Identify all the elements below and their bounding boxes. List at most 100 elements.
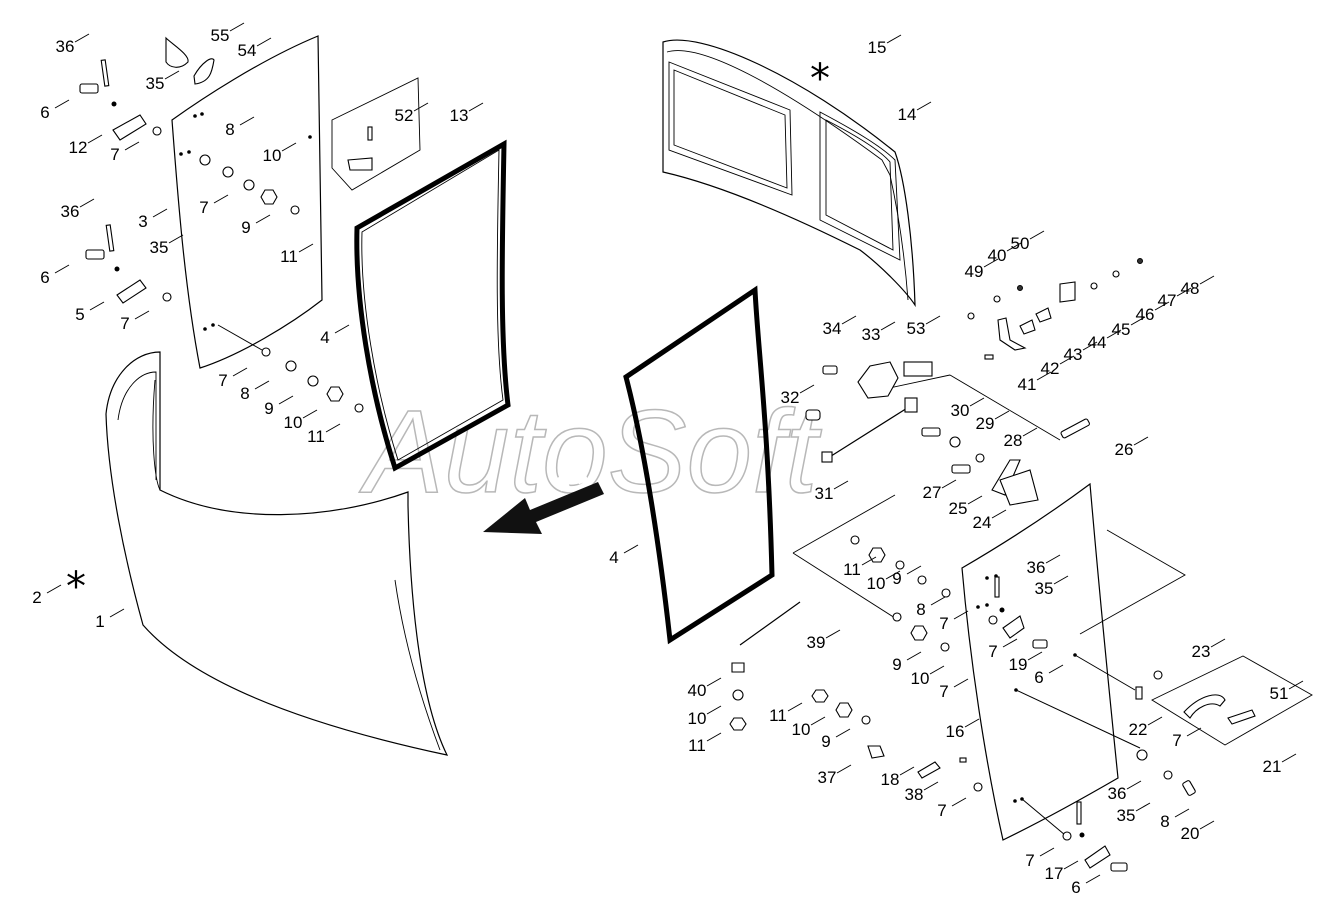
- callout-c-36c: 36: [1027, 558, 1046, 577]
- callout-c-11b: 11: [307, 427, 325, 446]
- callout-c-26: 26: [1115, 440, 1134, 459]
- callout-c-35b: 35: [150, 238, 169, 257]
- leader-c-5: [89, 301, 105, 311]
- callout-c-30: 30: [951, 401, 970, 420]
- leader-c-20: [1199, 820, 1215, 830]
- callout-c-25: 25: [949, 499, 968, 518]
- callout-c-46: 46: [1136, 305, 1155, 324]
- star-15-icon: *: [810, 56, 830, 102]
- leader-c-50: [1029, 230, 1045, 240]
- latch-assembly-box: [792, 374, 1061, 554]
- callout-c-10f: 10: [792, 720, 811, 739]
- callout-c-14: 14: [898, 105, 917, 124]
- leader-c-15: [886, 34, 902, 44]
- leader-c-25: [967, 495, 983, 505]
- leader-c-8b: [254, 380, 270, 390]
- leader-c-26: [1133, 436, 1149, 446]
- callout-c-9e: 9: [821, 732, 830, 751]
- callout-c-1: 1: [95, 612, 104, 631]
- callout-c-16: 16: [946, 722, 965, 741]
- leader-c-49: [983, 258, 999, 268]
- leader-c-7j: [1039, 847, 1055, 857]
- callout-c-34: 34: [823, 319, 842, 338]
- callout-c-35d: 35: [1117, 806, 1136, 825]
- leader-c-22: [1147, 716, 1163, 726]
- leader-c-14: [916, 101, 932, 111]
- callout-c-51: 51: [1270, 684, 1289, 703]
- part-callouts: 1234456666777777777788889999910101010101…: [32, 26, 1288, 897]
- leader-c-10d: [929, 665, 945, 675]
- leader-c-9c: [906, 565, 922, 575]
- leader-c-32: [799, 384, 815, 394]
- leader-c-41: [1036, 371, 1052, 381]
- callout-c-4a: 4: [320, 328, 329, 347]
- leader-c-13: [468, 102, 484, 112]
- leader-c-18: [899, 766, 915, 776]
- callout-c-7f: 7: [988, 642, 997, 661]
- leader-c-7e: [953, 610, 969, 620]
- callout-c-42: 42: [1041, 359, 1060, 378]
- callout-c-10e: 10: [688, 709, 707, 728]
- leader-c-38: [923, 781, 939, 791]
- leader-c-55: [229, 22, 245, 32]
- leader-lines: [46, 22, 1304, 884]
- leader-c-36d: [1126, 780, 1142, 790]
- callout-c-36d: 36: [1108, 784, 1127, 803]
- callout-c-19: 19: [1009, 655, 1028, 674]
- callout-c-12: 12: [69, 138, 88, 157]
- leader-c-9e: [835, 728, 851, 738]
- left-door-panel: [171, 35, 323, 369]
- callout-c-45: 45: [1112, 320, 1131, 339]
- leader-c-7d: [232, 367, 248, 377]
- leader-c-8a: [239, 116, 255, 126]
- star-2-icon: *: [66, 564, 86, 610]
- leader-c-19: [1027, 651, 1043, 661]
- callout-c-29: 29: [976, 414, 995, 433]
- leader-c-47: [1176, 287, 1192, 297]
- callout-c-50: 50: [1011, 234, 1030, 253]
- leader-c-30: [969, 397, 985, 407]
- callout-c-6c: 6: [1034, 668, 1043, 687]
- right-door-panel: [961, 482, 1186, 841]
- door-seal-right: [623, 285, 775, 645]
- callout-c-40b: 40: [688, 681, 707, 700]
- callout-c-7a: 7: [110, 145, 119, 164]
- callout-c-10c: 10: [867, 574, 886, 593]
- leader-c-4b: [623, 544, 639, 554]
- leader-c-6c: [1048, 664, 1064, 674]
- leader-c-10a: [281, 142, 297, 152]
- leader-c-3: [152, 208, 168, 218]
- callout-c-47: 47: [1158, 291, 1177, 310]
- callout-c-33: 33: [862, 325, 881, 344]
- leader-c-11e: [787, 702, 803, 712]
- callout-c-52: 52: [395, 106, 414, 125]
- callout-c-8a: 8: [225, 120, 234, 139]
- leader-c-35d: [1135, 802, 1151, 812]
- leader-c-39: [825, 629, 841, 639]
- callout-c-9a: 9: [241, 218, 250, 237]
- leader-c-28: [1022, 427, 1038, 437]
- leader-c-7c: [134, 310, 150, 320]
- leader-c-10e: [706, 705, 722, 715]
- callout-c-6a: 6: [40, 103, 49, 122]
- callout-c-9b: 9: [264, 399, 273, 418]
- asterisk-markers: **: [66, 56, 830, 610]
- callout-c-3: 3: [138, 212, 147, 231]
- callout-c-6b: 6: [40, 268, 49, 287]
- leader-c-10f: [810, 716, 826, 726]
- callout-c-21: 21: [1263, 757, 1282, 776]
- leader-c-11d: [706, 732, 722, 742]
- leader-c-53: [925, 315, 941, 325]
- leader-c-34: [841, 315, 857, 325]
- leader-c-52: [413, 102, 429, 112]
- callout-c-20: 20: [1181, 824, 1200, 843]
- leader-c-11c: [861, 556, 877, 566]
- leader-c-11b: [325, 423, 341, 433]
- leader-c-16: [964, 718, 980, 728]
- leader-c-35b: [168, 234, 184, 244]
- roof-glass: [662, 39, 916, 308]
- leader-c-1: [109, 608, 125, 618]
- leader-c-7f: [1002, 638, 1018, 648]
- leader-c-31: [833, 480, 849, 490]
- callout-c-38: 38: [905, 785, 924, 804]
